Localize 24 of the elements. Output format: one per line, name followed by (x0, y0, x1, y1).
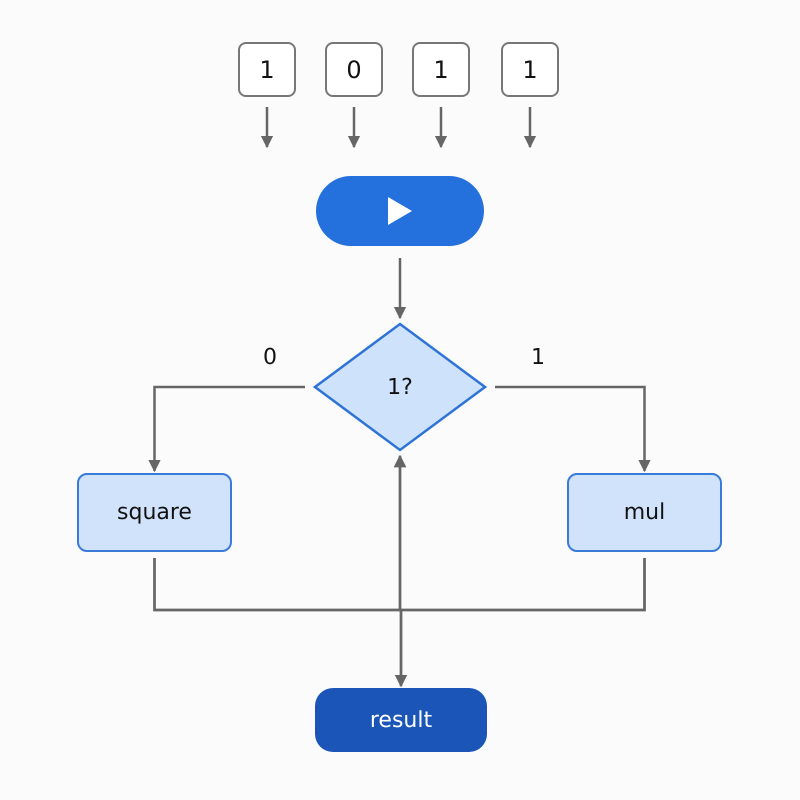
node-label: 0 (346, 56, 362, 84)
digit-box (501, 42, 559, 97)
arrow (394, 258, 406, 320)
arrow (260, 107, 274, 148)
node-label: 1 (259, 56, 275, 84)
process-box (77, 473, 232, 552)
node-label: 1 (433, 56, 449, 84)
arrow (148, 386, 305, 472)
node-label: mul (624, 500, 666, 525)
node-label: 1? (387, 374, 413, 400)
decision-diamond (313, 322, 487, 452)
process-box (567, 473, 722, 552)
node-label: square (117, 500, 192, 525)
arrow (394, 558, 646, 688)
node-label: result (370, 708, 432, 732)
arrow (495, 386, 651, 472)
arrow (434, 107, 448, 148)
digit-box (412, 42, 470, 97)
end-terminal (315, 688, 487, 752)
digit-box (325, 42, 383, 97)
digit-box (238, 42, 296, 97)
node-label: 1 (522, 56, 538, 84)
arrow (524, 107, 536, 148)
arrow (348, 107, 360, 148)
